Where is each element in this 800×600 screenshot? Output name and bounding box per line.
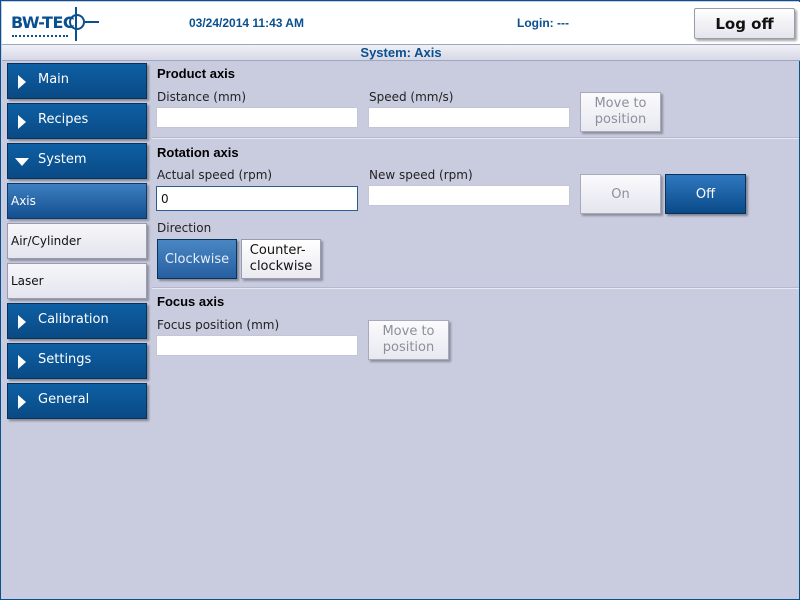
section-divider — [152, 287, 799, 289]
sidebar-item-label: System — [38, 152, 87, 167]
login-status: Login: --- — [517, 16, 569, 30]
sidebar-item-air-cylinder[interactable]: Air/Cylinder — [7, 223, 147, 259]
brand-logo: BW-TEC — [11, 7, 99, 41]
chevron-right-icon — [18, 355, 26, 369]
sidebar-item-label: Recipes — [38, 112, 89, 127]
sidebar-item-general[interactable]: General — [7, 383, 147, 419]
sidebar-item-label: Settings — [38, 352, 92, 367]
sidebar-item-main[interactable]: Main — [7, 63, 147, 99]
sidebar-item-laser[interactable]: Laser — [7, 263, 147, 299]
page-title: System: Axis — [2, 44, 800, 61]
counterclockwise-button[interactable]: Counter- clockwise — [241, 239, 321, 279]
chevron-down-icon — [15, 158, 29, 166]
sidebar-item-calibration[interactable]: Calibration — [7, 303, 147, 339]
logo-circle-icon — [69, 14, 85, 30]
sidebar-item-system[interactable]: System — [7, 143, 147, 179]
logo-line — [85, 21, 99, 23]
logo-bar — [75, 7, 77, 41]
sidebar-item-label: General — [38, 392, 90, 407]
chevron-right-icon — [18, 75, 26, 89]
sidebar-item-label: Air/Cylinder — [11, 234, 82, 248]
sidebar-item-label: Main — [38, 72, 70, 87]
sidebar-item-settings[interactable]: Settings — [7, 343, 147, 379]
new-speed-label: New speed (rpm) — [369, 168, 473, 182]
clockwise-button[interactable]: Clockwise — [157, 239, 237, 279]
focus-position-label: Focus position (mm) — [157, 318, 280, 332]
speed-input[interactable] — [368, 107, 570, 128]
logoff-button[interactable]: Log off — [694, 8, 795, 39]
header-bar: BW-TEC 03/24/2014 11:43 AM Login: --- Lo… — [2, 2, 800, 44]
logo-tagline — [12, 35, 68, 38]
new-speed-input[interactable] — [368, 185, 570, 206]
section-divider — [152, 137, 799, 139]
chevron-right-icon — [18, 115, 26, 129]
speed-label: Speed (mm/s) — [369, 90, 454, 104]
product-move-to-position-button[interactable]: Move to position — [580, 92, 661, 132]
sidebar-item-label: Axis — [11, 194, 36, 208]
direction-label: Direction — [157, 221, 212, 235]
chevron-right-icon — [18, 315, 26, 329]
chevron-right-icon — [18, 395, 26, 409]
rotation-axis-title: Rotation axis — [157, 145, 239, 160]
sidebar-item-label: Calibration — [38, 312, 109, 327]
sidebar-item-axis[interactable]: Axis — [7, 183, 147, 219]
distance-input[interactable] — [156, 107, 358, 128]
focus-axis-title: Focus axis — [157, 294, 225, 309]
datetime-display: 03/24/2014 11:43 AM — [189, 16, 304, 30]
distance-label: Distance (mm) — [157, 90, 247, 104]
sidebar-item-label: Laser — [11, 274, 44, 288]
focus-position-input[interactable] — [156, 335, 358, 356]
logo-text: BW-TEC — [11, 13, 75, 32]
actual-speed-label: Actual speed (rpm) — [157, 168, 273, 182]
focus-move-to-position-button[interactable]: Move to position — [368, 320, 449, 360]
product-axis-title: Product axis — [157, 66, 236, 81]
sidebar-item-recipes[interactable]: Recipes — [7, 103, 147, 139]
rotation-on-button[interactable]: On — [580, 174, 661, 214]
rotation-off-button[interactable]: Off — [665, 174, 746, 214]
actual-speed-field: 0 — [156, 186, 358, 211]
